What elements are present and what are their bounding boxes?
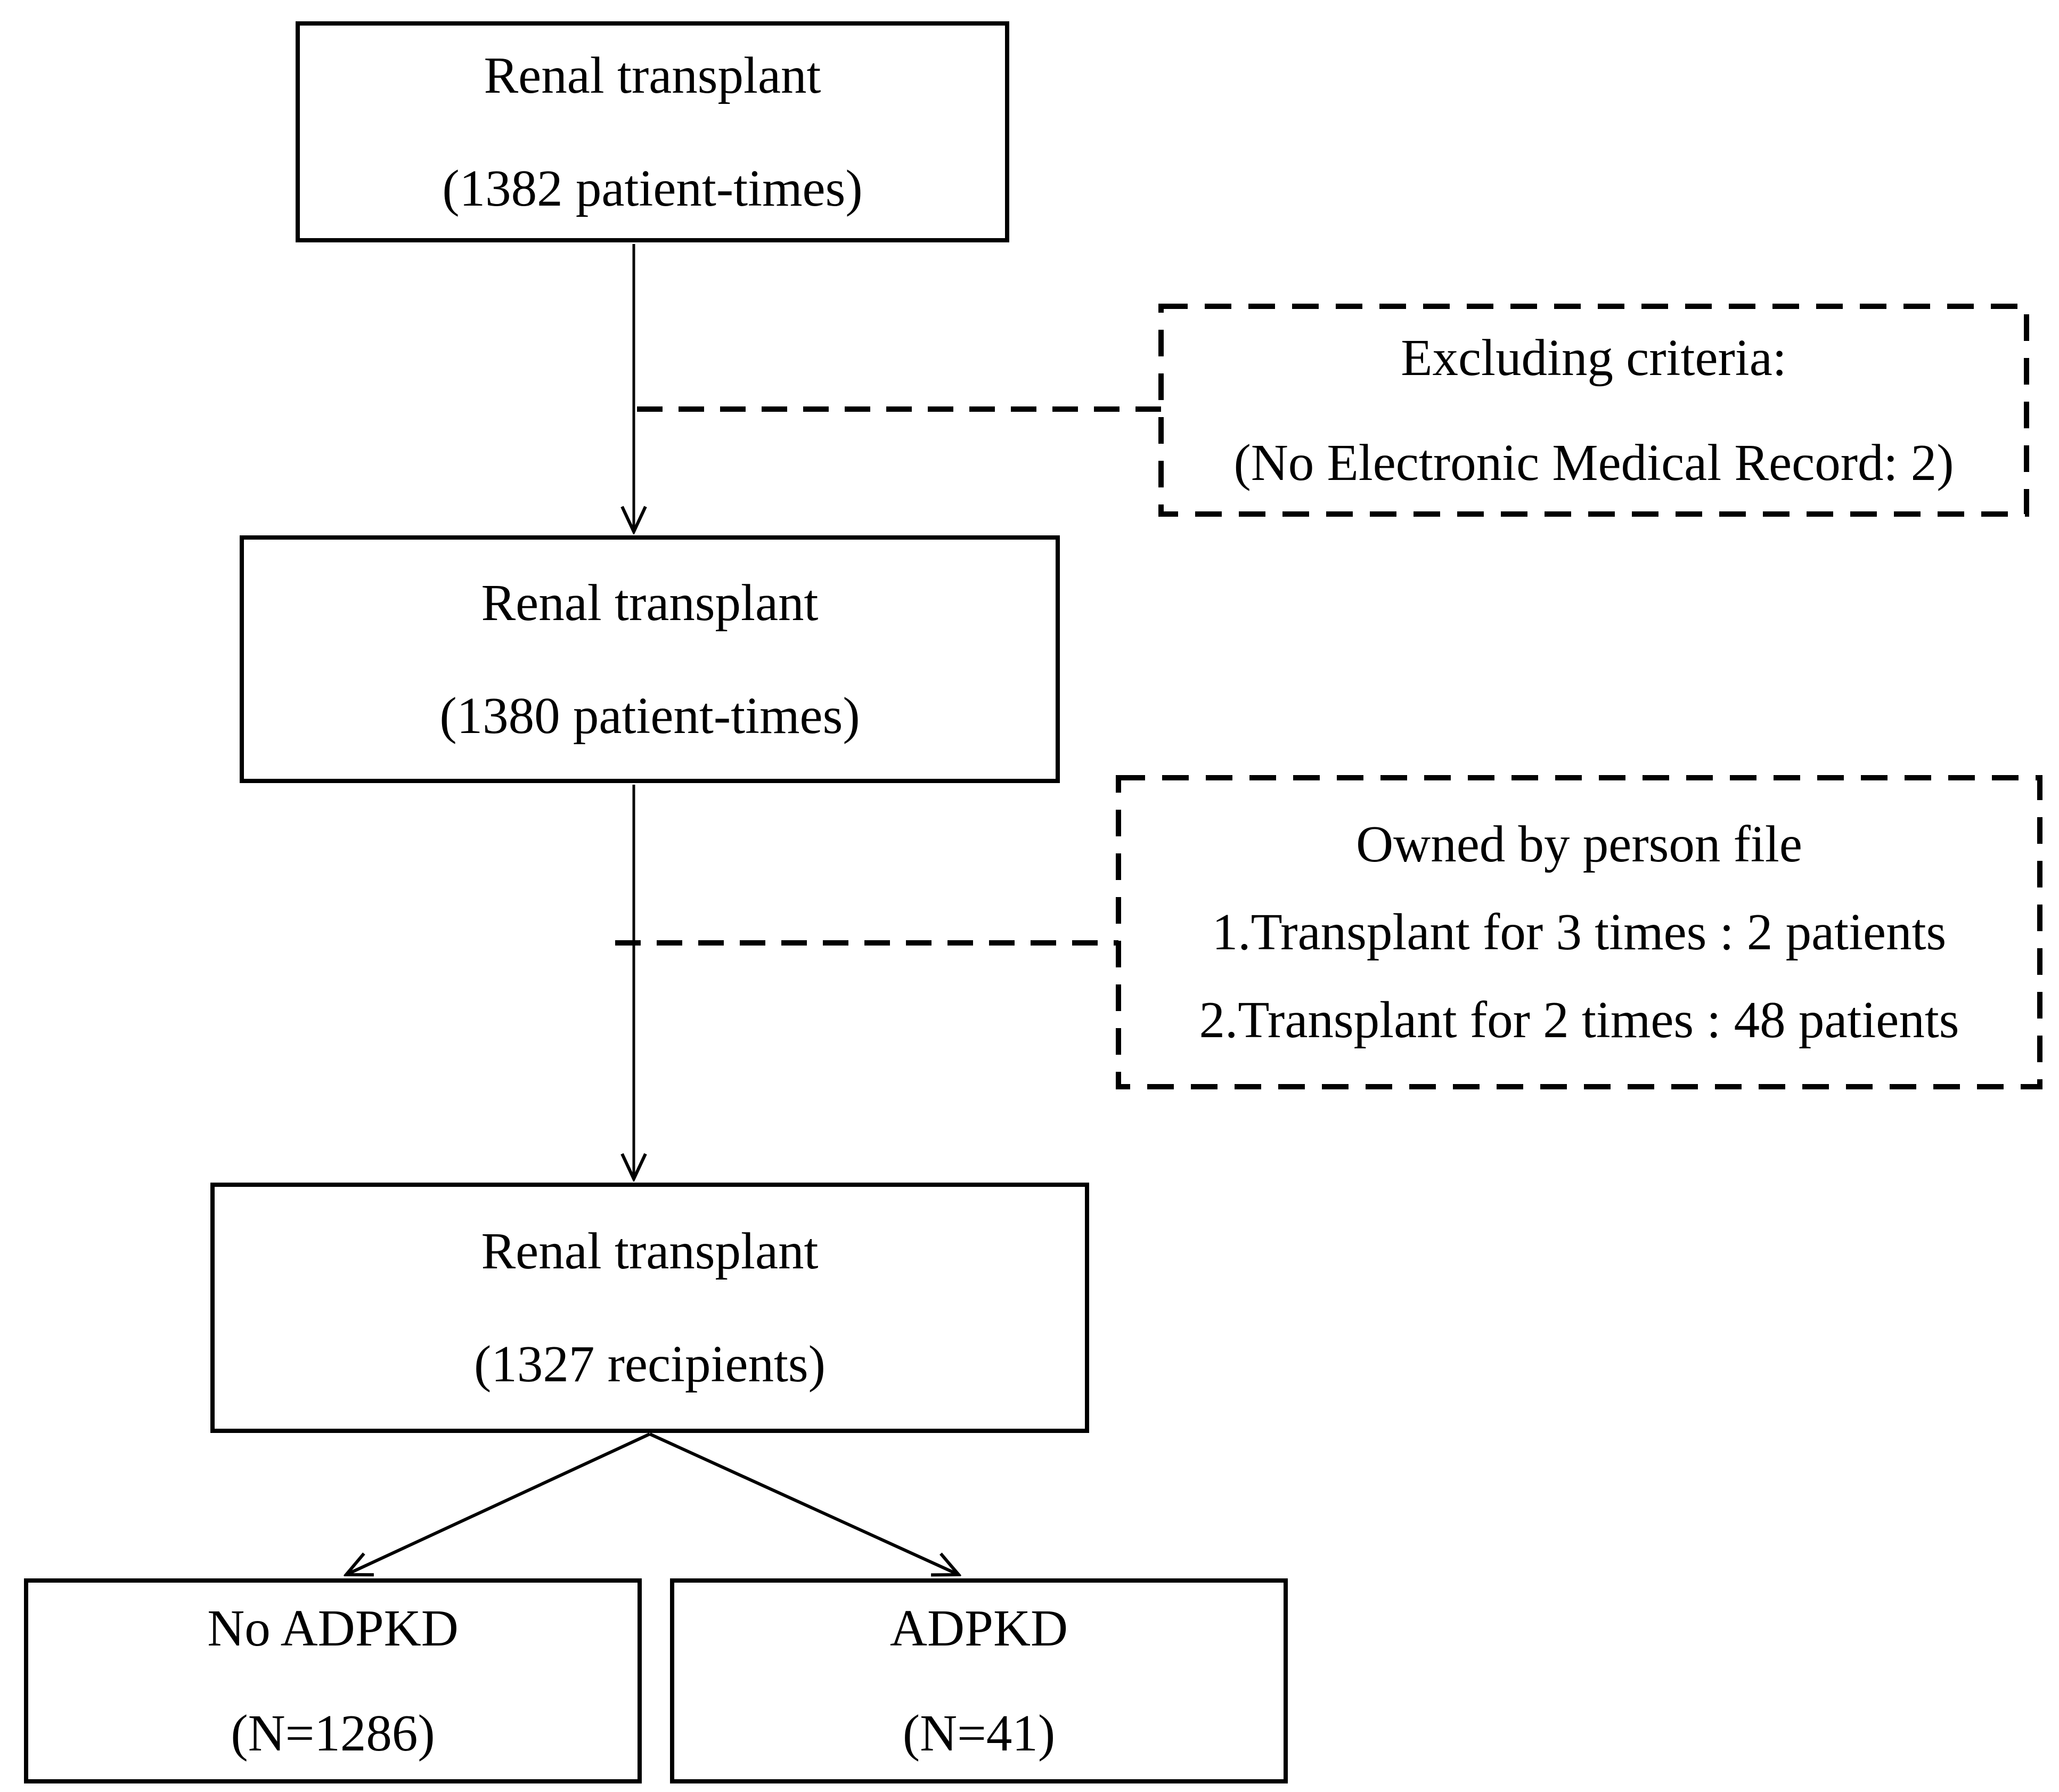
node-title: No ADPKD	[207, 1600, 459, 1657]
node-count: (1327 recipients)	[474, 1335, 826, 1392]
node-count: (N=41)	[902, 1705, 1056, 1762]
node-title: Renal transplant	[481, 574, 819, 631]
exclusion-item-1: 1.Transplant for 3 times : 2 patients	[1212, 903, 1947, 961]
node-title: ADPKD	[889, 1600, 1068, 1657]
node-owned-by-person-file: Owned by person file 1.Transplant for 3 …	[1118, 778, 2040, 1087]
node-no-adpkd: No ADPKD (N=1286)	[24, 1578, 642, 1783]
arrow-box3-to-no-adpkd	[346, 1432, 651, 1575]
node-renal-transplant-1380: Renal transplant (1380 patient-times)	[240, 535, 1060, 783]
node-renal-transplant-1382: Renal transplant (1382 patient-times)	[296, 21, 1009, 242]
exclusion-title: Excluding criteria:	[1401, 329, 1787, 386]
exclusion-detail: (No Electronic Medical Record: 2)	[1233, 434, 1954, 491]
node-adpkd: ADPKD (N=41)	[670, 1578, 1288, 1783]
exclusion-title: Owned by person file	[1356, 816, 1802, 873]
owned-by-person-file-box-border	[1116, 775, 2042, 1089]
node-title: Renal transplant	[481, 1223, 819, 1280]
exclusion-item-2: 2.Transplant for 2 times : 48 patients	[1199, 991, 1959, 1048]
node-renal-transplant-1327: Renal transplant (1327 recipients)	[210, 1183, 1089, 1433]
node-count: (N=1286)	[231, 1705, 435, 1762]
node-excluding-criteria: Excluding criteria: (No Electronic Medic…	[1161, 306, 2027, 514]
node-count: (1380 patient-times)	[439, 687, 860, 744]
arrow-box3-to-adpkd	[649, 1432, 959, 1575]
node-title: Renal transplant	[484, 46, 821, 104]
excluding-criteria-box-border	[1158, 304, 2029, 517]
node-count: (1382 patient-times)	[442, 159, 863, 217]
